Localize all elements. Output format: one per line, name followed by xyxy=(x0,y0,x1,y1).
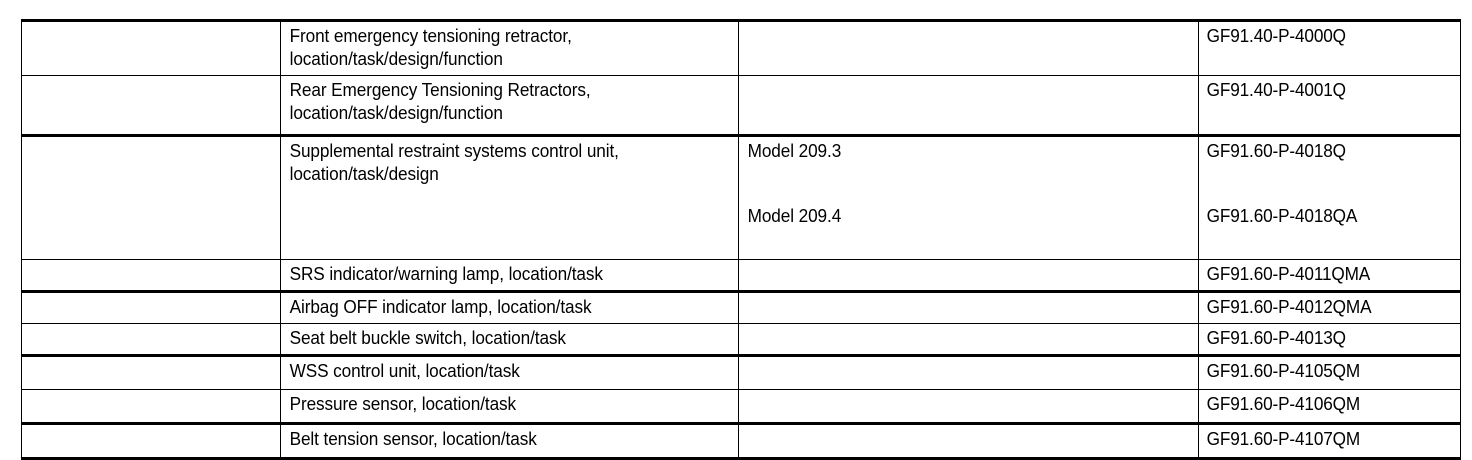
cell-code: GF91.60-P-4012QMA xyxy=(1198,291,1461,324)
table-row: Pressure sensor, location/task GF91.60-P… xyxy=(21,389,1461,425)
description-text: Rear Emergency Tensioning Retractors, lo… xyxy=(289,80,591,123)
document-page: Front emergency tensioning retractor, lo… xyxy=(21,19,1461,460)
cell-code: GF91.60-P-4018Q GF91.60-P-4018QA xyxy=(1198,135,1461,260)
code-text: GF91.40-P-4000Q xyxy=(1206,26,1346,46)
cell-code: GF91.60-P-4011QMA xyxy=(1198,259,1461,293)
cell-description: Rear Emergency Tensioning Retractors, lo… xyxy=(280,75,739,137)
description-text: SRS indicator/warning lamp, location/tas… xyxy=(289,264,603,284)
code-text: GF91.60-P-4013Q xyxy=(1206,328,1346,348)
cell-code: GF91.60-P-4106QM xyxy=(1198,389,1461,425)
cell-model xyxy=(738,19,1199,76)
table-row: Belt tension sensor, location/task GF91.… xyxy=(21,423,1461,460)
description-text: Supplemental restraint systems control u… xyxy=(289,141,619,184)
cell-code: GF91.60-P-4107QM xyxy=(1198,423,1461,460)
cell-model xyxy=(738,423,1199,460)
table-row: Airbag OFF indicator lamp, location/task… xyxy=(21,291,1461,324)
cell-blank xyxy=(21,423,281,460)
cell-description: Front emergency tensioning retractor, lo… xyxy=(280,19,739,76)
code-text-primary: GF91.60-P-4018Q xyxy=(1206,141,1346,161)
cell-model: Model 209.3 Model 209.4 xyxy=(738,135,1199,260)
cell-model xyxy=(738,355,1199,390)
cell-model xyxy=(738,323,1199,357)
table-body: Front emergency tensioning retractor, lo… xyxy=(21,19,1461,460)
description-text: Belt tension sensor, location/task xyxy=(289,429,537,449)
cell-blank xyxy=(21,355,281,390)
cell-model xyxy=(738,259,1199,293)
model-text-primary: Model 209.3 xyxy=(747,141,842,161)
table-row: Seat belt buckle switch, location/task G… xyxy=(21,323,1461,357)
code-text: GF91.60-P-4011QMA xyxy=(1206,264,1371,284)
cell-blank xyxy=(21,389,281,425)
cell-description: WSS control unit, location/task xyxy=(280,355,739,390)
cell-blank xyxy=(21,259,281,293)
cell-description: Pressure sensor, location/task xyxy=(280,389,739,425)
cell-blank xyxy=(21,323,281,357)
cell-description: Airbag OFF indicator lamp, location/task xyxy=(280,291,739,324)
code-text: GF91.60-P-4107QM xyxy=(1206,429,1361,449)
cell-blank xyxy=(21,19,281,76)
cell-blank xyxy=(21,75,281,137)
code-text: GF91.60-P-4012QMA xyxy=(1206,297,1372,317)
cell-code: GF91.40-P-4001Q xyxy=(1198,75,1461,137)
code-text: GF91.60-P-4105QM xyxy=(1206,361,1361,381)
cell-blank xyxy=(21,135,281,260)
cell-description: Supplemental restraint systems control u… xyxy=(280,135,739,260)
cell-model xyxy=(738,389,1199,425)
table-row: SRS indicator/warning lamp, location/tas… xyxy=(21,259,1461,293)
table-row: Front emergency tensioning retractor, lo… xyxy=(21,19,1461,76)
cell-code: GF91.60-P-4105QM xyxy=(1198,355,1461,390)
cell-model xyxy=(738,291,1199,324)
cell-blank xyxy=(21,291,281,324)
description-text: Front emergency tensioning retractor, lo… xyxy=(289,26,572,69)
model-text-secondary: Model 209.4 xyxy=(747,206,842,226)
cell-code: GF91.40-P-4000Q xyxy=(1198,19,1461,76)
code-text-secondary: GF91.60-P-4018QA xyxy=(1206,206,1358,226)
description-text: WSS control unit, location/task xyxy=(289,361,520,381)
reference-table: Front emergency tensioning retractor, lo… xyxy=(21,19,1461,460)
cell-description: Belt tension sensor, location/task xyxy=(280,423,739,460)
table-row: WSS control unit, location/task GF91.60-… xyxy=(21,355,1461,390)
cell-description: Seat belt buckle switch, location/task xyxy=(280,323,739,357)
code-text: GF91.60-P-4106QM xyxy=(1206,394,1361,414)
code-text: GF91.40-P-4001Q xyxy=(1206,80,1346,100)
cell-model xyxy=(738,75,1199,137)
table-row: Rear Emergency Tensioning Retractors, lo… xyxy=(21,75,1461,137)
description-text: Pressure sensor, location/task xyxy=(289,394,517,414)
cell-code: GF91.60-P-4013Q xyxy=(1198,323,1461,357)
description-text: Airbag OFF indicator lamp, location/task xyxy=(289,297,592,317)
table-row: Supplemental restraint systems control u… xyxy=(21,135,1461,260)
description-text: Seat belt buckle switch, location/task xyxy=(289,328,566,348)
cell-description: SRS indicator/warning lamp, location/tas… xyxy=(280,259,739,293)
